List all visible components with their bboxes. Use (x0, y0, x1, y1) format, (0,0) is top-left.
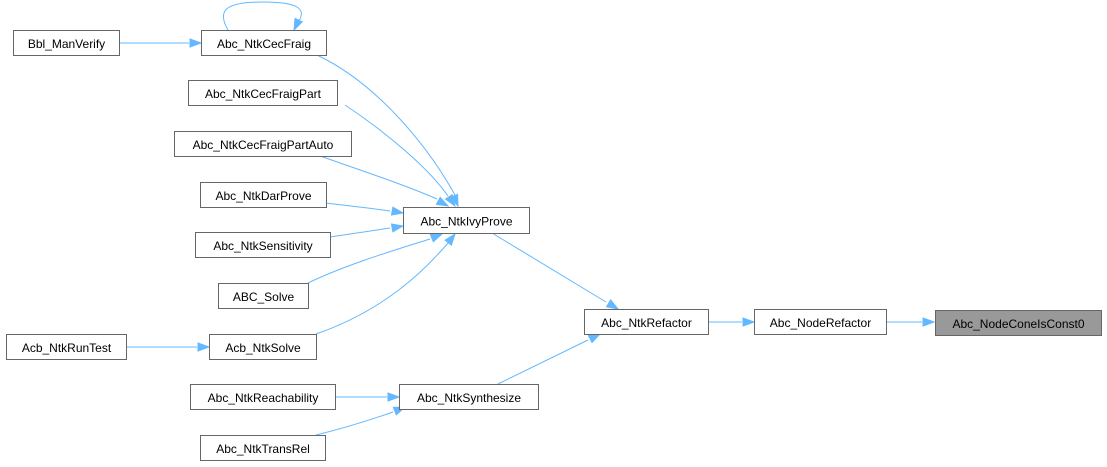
arrowhead-icon (742, 317, 756, 327)
edge-ntk-cec-fraig-to-ntk-ivy-prove (316, 54, 459, 208)
arrowhead-icon (922, 317, 936, 327)
node-ntk-ivy-prove[interactable]: Abc_NtkIvyProve (403, 207, 530, 234)
node-label: ABC_Solve (233, 290, 295, 304)
node-label: Abc_NtkIvyProve (420, 215, 512, 229)
edge-ntk-ivy-prove-to-ntk-refactor (491, 232, 620, 310)
edge-node-refactor-to-focus (886, 317, 936, 327)
node-ntk-synthesize[interactable]: Abc_NtkSynthesize (399, 384, 539, 410)
node-box (201, 30, 327, 56)
node-bbl-man-verify[interactable]: Bbl_ManVerify (13, 30, 120, 56)
edge-ntk-dar-prove-to-ntk-ivy-prove (325, 202, 405, 216)
node-box (754, 309, 887, 335)
edge-line (344, 104, 449, 197)
node-label: Abc_NtkReachability (208, 391, 319, 405)
node-ntk-reachability[interactable]: Abc_NtkReachability (190, 384, 336, 410)
edge-abc-solve-to-ntk-ivy-prove (307, 233, 444, 284)
node-label: Abc_NtkSensitivity (213, 239, 312, 253)
arrowhead-icon (197, 342, 211, 352)
edge-line (222, 1, 302, 31)
edge-bbl-man-verify-to-ntk-cec-fraig (119, 38, 203, 48)
arrowhead-icon (387, 392, 401, 402)
node-ntk-refactor[interactable]: Abc_NtkRefactor (584, 309, 709, 335)
arrowhead-icon (605, 299, 620, 310)
arrowhead-icon (444, 193, 456, 208)
edge-ntk-cec-fraig-to-ntk-cec-fraig (222, 1, 304, 32)
node-ntk-dar-prove[interactable]: Abc_NtkDarProve (200, 182, 327, 208)
node-acb-ntk-run-test[interactable]: Acb_NtkRunTest (6, 334, 127, 360)
node-box (13, 30, 120, 56)
edge-ntk-cec-fraig-part-auto-to-ntk-ivy-prove (319, 155, 450, 207)
edge-line (315, 242, 449, 335)
node-label: Abc_NtkDarProve (215, 189, 311, 203)
node-label: Abc_NtkRefactor (601, 316, 692, 330)
node-label: Abc_NodeRefactor (770, 316, 871, 330)
edge-line (325, 202, 391, 212)
node-label: Abc_NtkCecFraigPartAuto (193, 138, 334, 152)
node-box (200, 435, 326, 461)
edge-ntk-reachability-to-ntk-synthesize (335, 392, 401, 402)
node-acb-ntk-solve[interactable]: Acb_NtkSolve (209, 334, 317, 360)
node-ntk-sensitivity[interactable]: Abc_NtkSensitivity (195, 232, 331, 258)
node-box (218, 283, 309, 309)
node-label: Abc_NtkSynthesize (417, 391, 521, 405)
node-box (188, 80, 338, 106)
node-ntk-cec-fraig-part-auto[interactable]: Abc_NtkCecFraigPartAuto (174, 131, 352, 157)
node-box (399, 384, 539, 410)
node-abc-solve[interactable]: ABC_Solve (218, 283, 309, 309)
edge-acb-ntk-solve-to-ntk-ivy-prove (315, 232, 456, 335)
edge-ntk-cec-fraig-part-to-ntk-ivy-prove (344, 104, 456, 208)
node-ntk-trans-rel[interactable]: Abc_NtkTransRel (200, 435, 326, 461)
arrowhead-icon (444, 232, 456, 246)
node-box (209, 334, 317, 360)
node-box (174, 131, 352, 157)
node-label: Bbl_ManVerify (28, 37, 105, 51)
edge-line (329, 227, 391, 238)
node-label: Abc_NtkTransRel (216, 442, 310, 456)
node-label: Abc_NodeConeIsConst0 (952, 317, 1084, 331)
node-box (195, 232, 331, 258)
edge-ntk-sensitivity-to-ntk-ivy-prove (329, 223, 405, 238)
node-label: Abc_NtkCecFraig (217, 37, 311, 51)
edge-line (497, 339, 589, 385)
edge-line (307, 238, 431, 284)
node-ntk-cec-fraig[interactable]: Abc_NtkCecFraig (201, 30, 327, 56)
node-ntk-cec-fraig-part[interactable]: Abc_NtkCecFraigPart (188, 80, 338, 106)
arrowhead-icon (390, 223, 405, 233)
node-box (584, 309, 709, 335)
arrowhead-icon (390, 206, 405, 216)
edge-line (316, 54, 456, 196)
node-box (200, 182, 327, 208)
node-label: Acb_NtkRunTest (22, 341, 112, 355)
edge-line (319, 155, 438, 200)
edge-ntk-synthesize-to-ntk-refactor (497, 333, 602, 385)
node-node-refactor[interactable]: Abc_NodeRefactor (754, 309, 887, 335)
node-label: Acb_NtkSolve (225, 341, 301, 355)
node-box (6, 334, 127, 360)
arrowhead-icon (189, 38, 203, 48)
node-box (935, 310, 1102, 336)
edge-line (491, 232, 607, 303)
arrowhead-icon (429, 233, 444, 243)
arrowhead-icon (293, 17, 304, 32)
edge-line (315, 411, 394, 436)
node-box (190, 384, 336, 410)
edge-ntk-refactor-to-node-refactor (708, 317, 756, 327)
edge-acb-ntk-run-test-to-acb-ntk-solve (126, 342, 211, 352)
node-label: Abc_NtkCecFraigPart (205, 87, 322, 101)
edge-ntk-trans-rel-to-ntk-synthesize (315, 406, 407, 436)
arrowhead-icon (435, 196, 450, 207)
node-layer: Abc_NodeConeIsConst0Abc_NodeRefactorAbc_… (6, 30, 1102, 461)
node-box (403, 207, 530, 234)
node-focus[interactable]: Abc_NodeConeIsConst0 (935, 310, 1102, 336)
arrowhead-icon (587, 333, 602, 344)
